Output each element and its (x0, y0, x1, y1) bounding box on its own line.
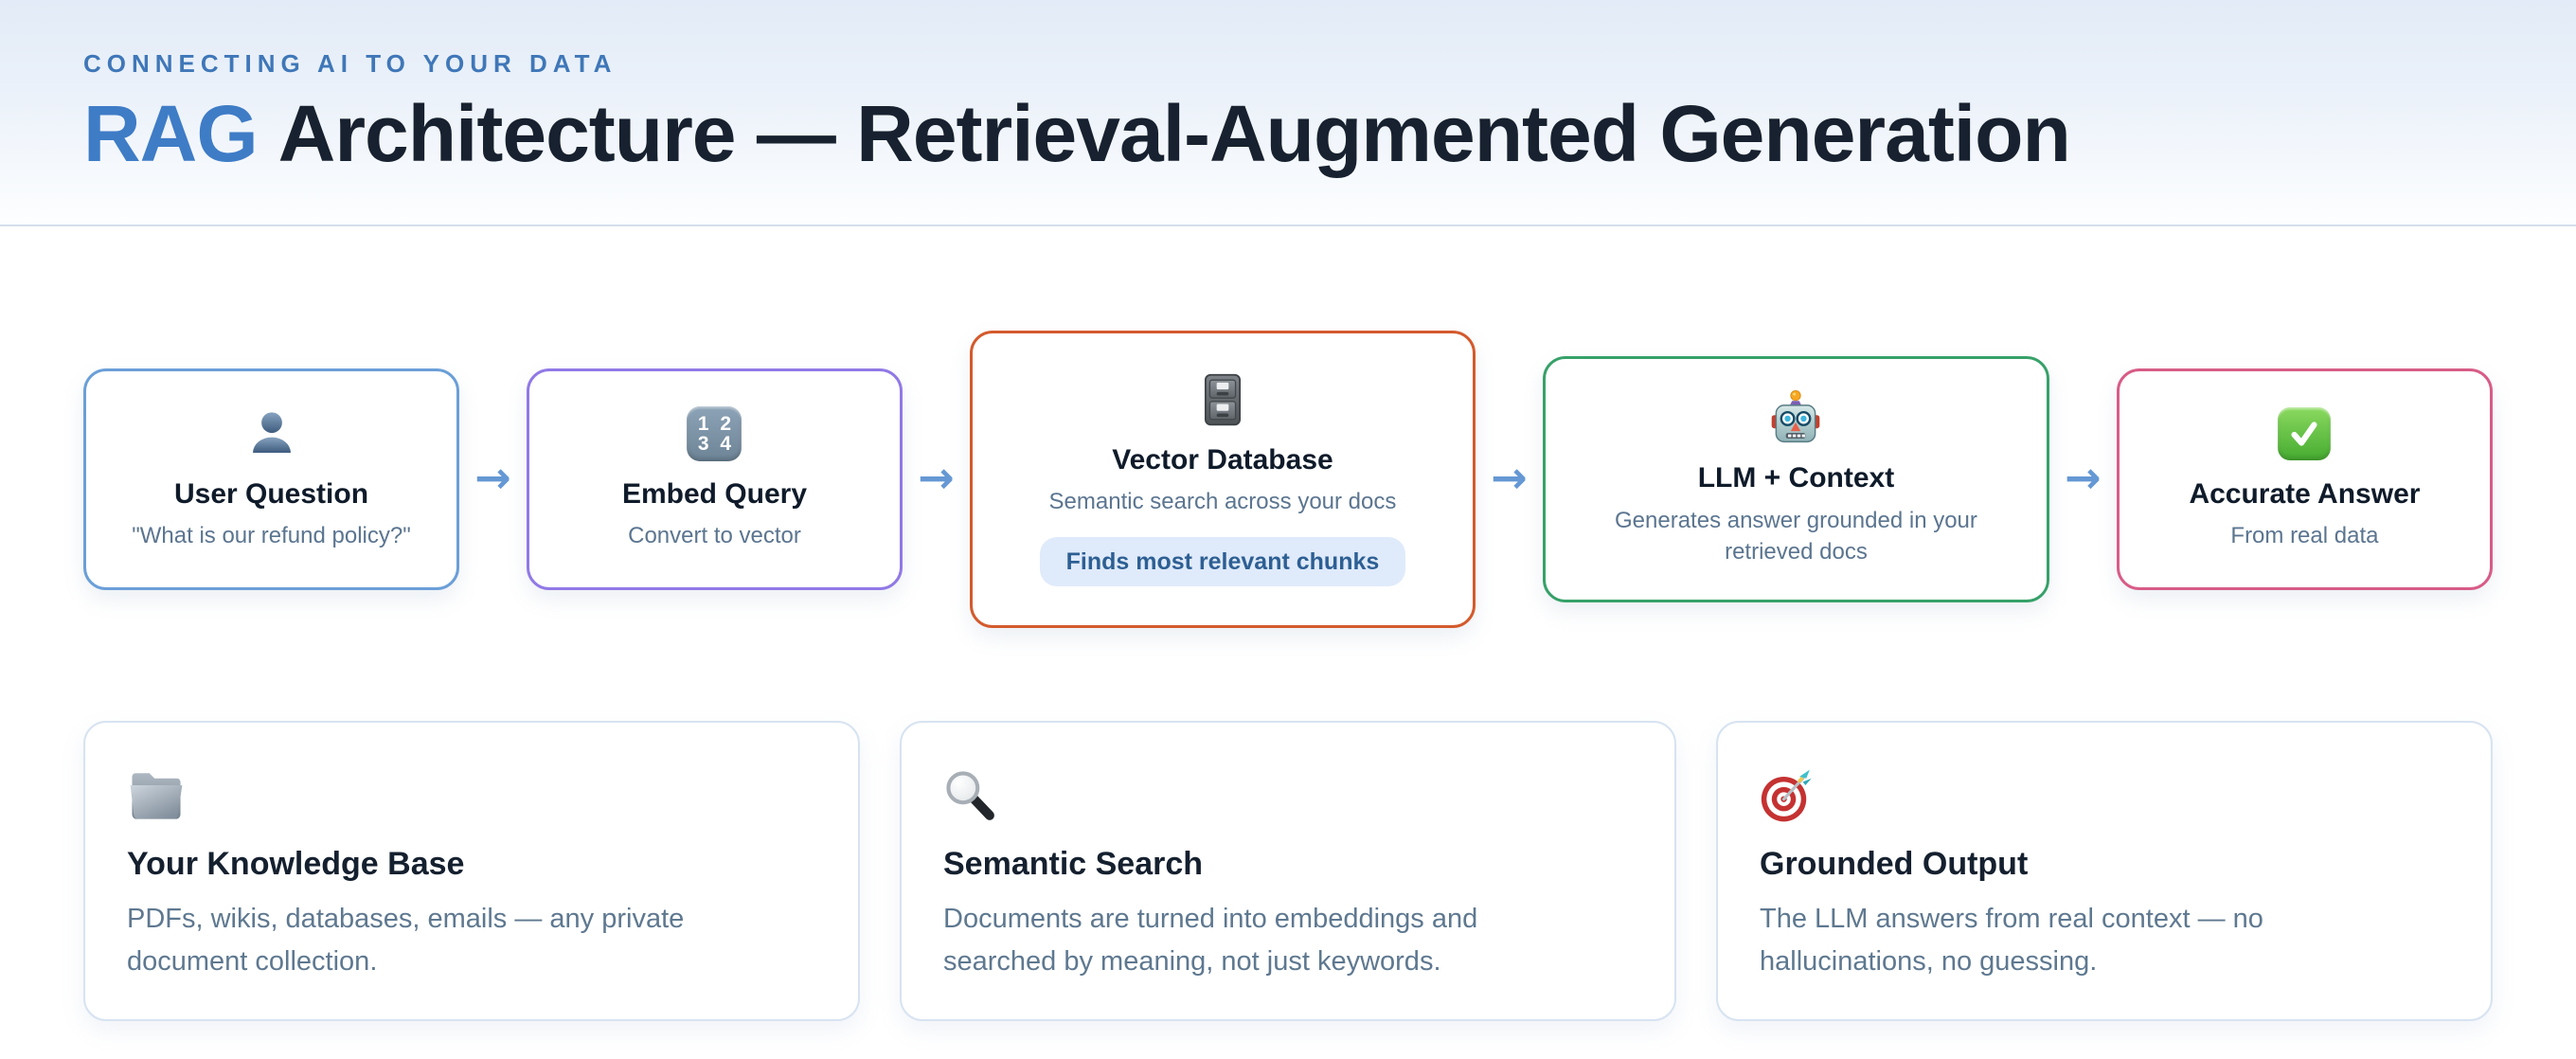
check-mark-icon (2278, 406, 2332, 461)
info-cards-row: Your Knowledge Base PDFs, wikis, databas… (0, 721, 2576, 1021)
flow-step-subtitle: "What is our refund policy?" (132, 523, 411, 549)
card-semantic-search: Semantic Search Documents are turned int… (900, 721, 1676, 1021)
page-title-rest: Architecture — Retrieval-Augmented Gener… (277, 89, 2071, 178)
flow-step-user-question: User Question "What is our refund policy… (83, 368, 459, 590)
header-eyebrow: CONNECTING AI TO YOUR DATA (83, 49, 617, 78)
target-icon (1760, 766, 2447, 825)
user-icon (244, 406, 299, 461)
flow-step-subtitle: Semantic search across your docs (1048, 489, 1397, 515)
flow-arrow-icon: → (1491, 452, 1528, 503)
card-title: Grounded Output (1760, 846, 2029, 882)
page-title-highlight: RAG (83, 89, 259, 178)
vector-db-badge: Finds most relevant chunks (1039, 537, 1406, 587)
folder-icon (127, 766, 814, 825)
input-numbers-icon: 1 2 3 4 (687, 405, 742, 461)
card-grounded-output: Grounded Output The LLM answers from rea… (1716, 721, 2493, 1021)
robot-icon (1767, 390, 1824, 445)
flow-step-title: Vector Database (1112, 443, 1333, 476)
keycap-line-bottom: 3 4 (697, 432, 735, 455)
flow-step-title: User Question (173, 477, 369, 510)
flow-arrow-icon: → (474, 452, 511, 503)
card-title: Semantic Search (943, 846, 1204, 882)
card-body: Documents are turned into embeddings and… (943, 904, 1478, 977)
flow-step-subtitle: Generates answer grounded in your retrie… (1615, 507, 1977, 565)
flow-step-subtitle: From real data (2230, 523, 2379, 549)
flow-arrow-icon: → (2065, 452, 2102, 503)
card-knowledge-base: Your Knowledge Base PDFs, wikis, databas… (83, 721, 860, 1021)
flow-step-vector-database: Vector Database Semantic search across y… (969, 331, 1476, 628)
magnifier-icon (943, 766, 1631, 825)
flow-arrow-icon: → (918, 452, 955, 503)
card-title: Your Knowledge Base (127, 846, 465, 882)
keycap-line-top: 1 2 (697, 412, 735, 435)
flow-step-subtitle: Convert to vector (628, 523, 801, 549)
flow-step-embed-query: 1 2 3 4 Embed Query Convert to vector (526, 368, 903, 590)
flow-step-llm-context: LLM + Context Generates answer grounded … (1542, 356, 2049, 602)
file-cabinet-icon (1195, 372, 1250, 427)
flow-step-accurate-answer: Accurate Answer From real data (2116, 368, 2493, 590)
flow-step-title: LLM + Context (1697, 462, 1895, 494)
card-body: The LLM answers from real context — no h… (1760, 904, 2263, 977)
rag-flow-diagram: User Question "What is our refund policy… (0, 331, 2576, 628)
flow-step-title: Embed Query (621, 477, 808, 510)
flow-step-title: Accurate Answer (2189, 477, 2421, 510)
card-body: PDFs, wikis, databases, emails — any pri… (127, 904, 685, 977)
